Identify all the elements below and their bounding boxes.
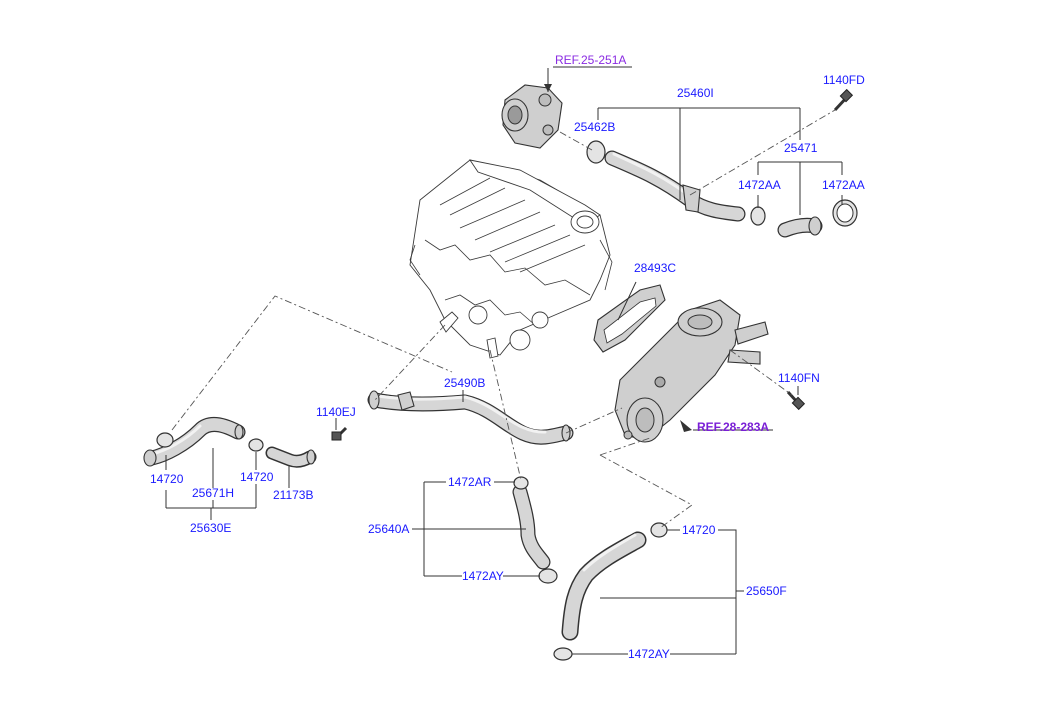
- hose-25650f: [553, 522, 668, 661]
- leader-lines: [165, 66, 843, 655]
- bolt-1140fn: [786, 390, 806, 411]
- label-25671h[interactable]: 25671H: [192, 486, 234, 500]
- engine-block: [409, 159, 613, 359]
- bolt-1140ej: [331, 426, 348, 441]
- clamp-25462b: [586, 140, 606, 164]
- label-25460i[interactable]: 25460I: [677, 86, 714, 100]
- label-25650f[interactable]: 25650F: [746, 584, 787, 598]
- clamp-1472ay-mid: [538, 568, 558, 584]
- label-1472ay-mid[interactable]: 1472AY: [462, 569, 504, 583]
- label-25630e[interactable]: 25630E: [190, 521, 231, 535]
- label-ref-28-283a[interactable]: REF.28-283A: [697, 420, 769, 434]
- connection-lines: [171, 109, 836, 529]
- label-25471[interactable]: 25471: [784, 141, 818, 155]
- gasket-28493c: [593, 284, 666, 353]
- label-ref-25-251a[interactable]: REF.25-251A: [555, 53, 626, 67]
- label-25640a[interactable]: 25640A: [368, 522, 409, 536]
- label-1472ay-bottom[interactable]: 1472AY: [628, 647, 670, 661]
- bolt-1140fd: [833, 88, 854, 112]
- label-1472ar[interactable]: 1472AR: [448, 475, 492, 489]
- labels: REF.25-251A 1140FD 25460I 25462B 25471 1…: [150, 53, 865, 661]
- hose-assembly-25460i: [586, 140, 858, 238]
- label-14720-mid[interactable]: 14720: [240, 470, 274, 484]
- label-14720-left[interactable]: 14720: [150, 472, 184, 486]
- label-21173b[interactable]: 21173B: [273, 488, 313, 502]
- label-1140fd[interactable]: 1140FD: [823, 73, 865, 87]
- thermostat-housing: [614, 299, 769, 443]
- label-25462b[interactable]: 25462B: [574, 120, 615, 134]
- label-1472aa-left[interactable]: 1472AA: [738, 178, 781, 192]
- label-25490b[interactable]: 25490B: [444, 376, 485, 390]
- label-14720-right[interactable]: 14720: [682, 523, 716, 537]
- clamp-14720-left: [156, 432, 174, 448]
- pipe-25490b: [367, 390, 574, 445]
- label-1472aa-right[interactable]: 1472AA: [822, 178, 865, 192]
- label-28493c[interactable]: 28493C: [634, 261, 676, 275]
- hose-25671h: [143, 416, 264, 467]
- clamp-1472ay-bottom: [553, 647, 573, 661]
- clamp-14720-mid: [248, 438, 264, 452]
- clamp-1472aa-left: [750, 206, 766, 226]
- clamp-1472ar: [513, 476, 529, 490]
- hose-25640a: [512, 476, 558, 584]
- label-1140fn[interactable]: 1140FN: [778, 371, 820, 385]
- water-pump: [501, 84, 563, 149]
- label-1140ej[interactable]: 1140EJ: [316, 405, 356, 419]
- fitting-21173b: [265, 446, 317, 468]
